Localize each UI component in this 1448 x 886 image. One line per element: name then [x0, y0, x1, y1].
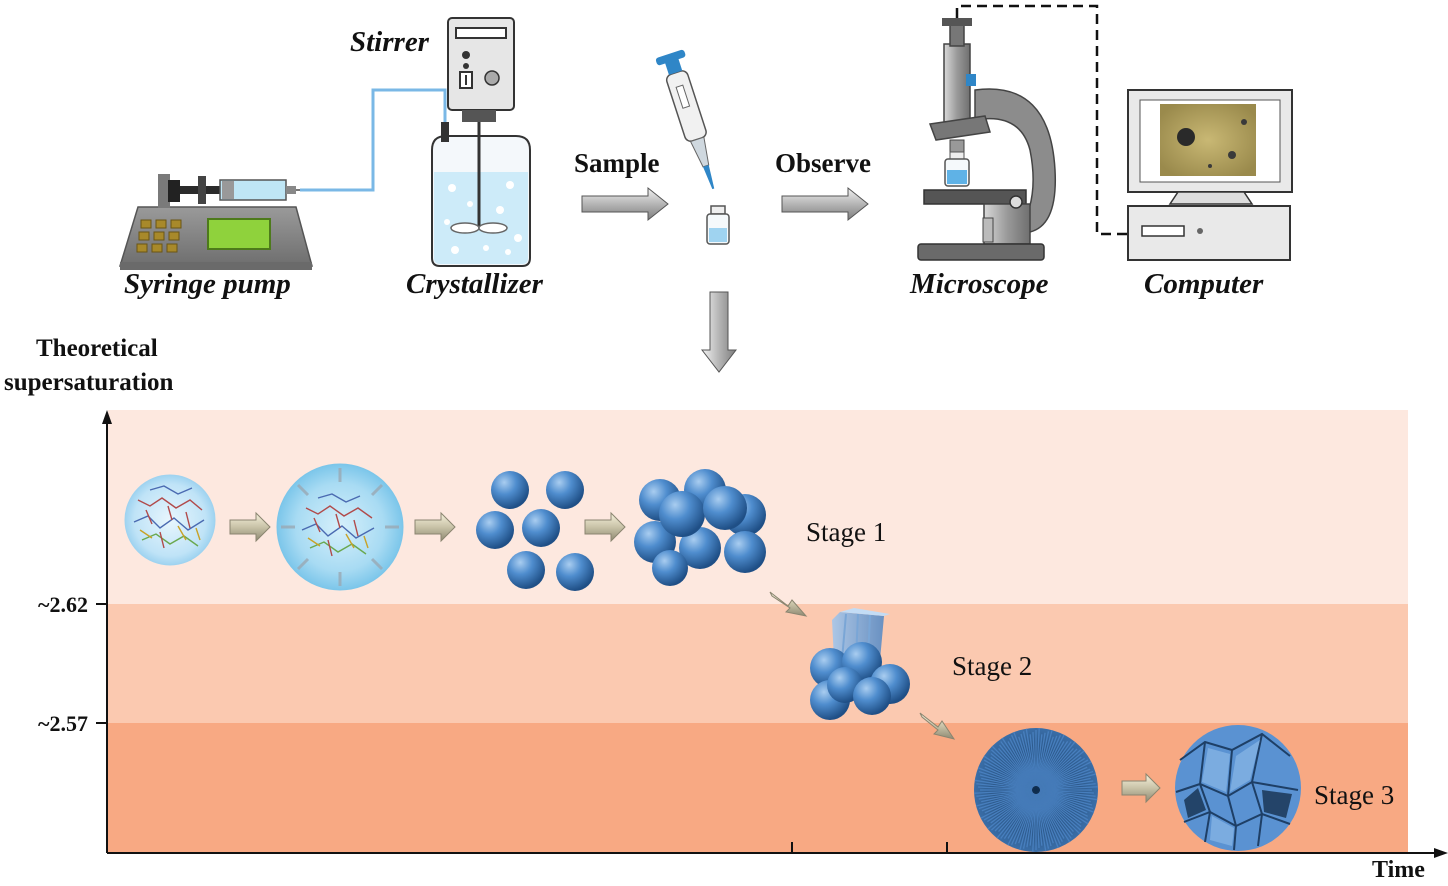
stage2-label: Stage 2 [952, 651, 1033, 681]
stage1-arrow-1 [229, 511, 271, 543]
y-axis-title-line1: Theoretical [36, 335, 158, 362]
y-tick-lower: ~2.57 [38, 711, 88, 736]
pipette-illustration [655, 49, 715, 190]
x-axis-title: Time [1372, 857, 1425, 883]
syringe-pump-label: Syringe pump [124, 268, 291, 300]
observe-label: Observe [775, 148, 871, 178]
y-axis [96, 420, 108, 853]
crystallizer-label: Crystallizer [406, 268, 543, 300]
sample-vial [706, 205, 730, 245]
nucleation-droplet [276, 463, 404, 591]
syringe-pump-illustration [118, 174, 313, 270]
stirrer-illustration [447, 17, 515, 122]
urchin-crystal [974, 728, 1098, 852]
stirrer-label: Stirrer [350, 26, 429, 58]
observe-arrow [781, 186, 869, 222]
particle-aggregate [634, 469, 766, 586]
microscope-illustration [917, 18, 1057, 261]
x-axis [107, 842, 1438, 854]
x-axis-arrowhead [1434, 848, 1448, 858]
stage2-band [108, 604, 1408, 723]
y-axis-arrowhead [102, 410, 112, 424]
faceted-spherical-crystal [1175, 725, 1301, 851]
feed-tube [300, 88, 447, 192]
microscope-label: Microscope [910, 268, 1049, 300]
sample-arrow [581, 186, 669, 222]
stage1-arrow-2 [414, 511, 456, 543]
stage1-arrow-3 [584, 511, 626, 543]
prenucleation-droplet [124, 474, 216, 566]
sample-label: Sample [574, 148, 660, 178]
stage1-label: Stage 1 [806, 517, 887, 547]
plate-crystal-aggregate [810, 608, 910, 720]
microscope-computer-link [955, 4, 1128, 236]
stage2-to-stage3-arrow [919, 712, 956, 740]
crystallizer-illustration [431, 122, 531, 267]
stage3-arrow [1121, 772, 1161, 804]
stage1-to-stage2-arrow [769, 591, 808, 617]
down-arrow [700, 291, 738, 373]
y-axis-title-line2: supersaturation [4, 369, 174, 396]
stage3-label: Stage 3 [1314, 780, 1395, 810]
computer-illustration [1127, 89, 1293, 261]
computer-label: Computer [1144, 268, 1264, 300]
primary-particles [476, 471, 594, 591]
y-tick-upper: ~2.62 [38, 592, 88, 617]
